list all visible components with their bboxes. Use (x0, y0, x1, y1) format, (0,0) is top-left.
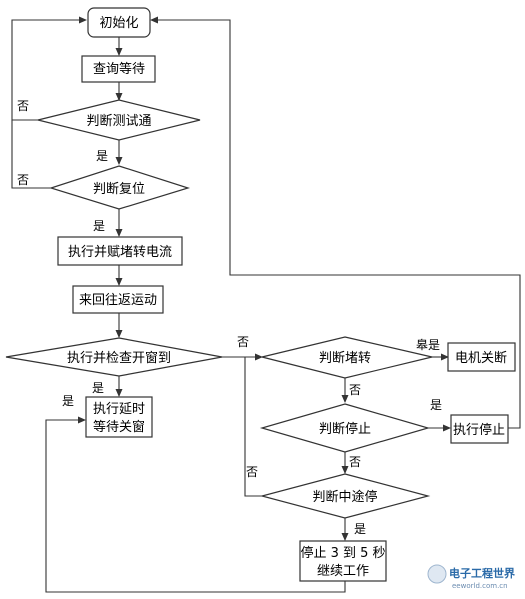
node-init-label: 初始化 (99, 16, 138, 31)
label-reset-no: 否 (17, 173, 29, 187)
loop-test-no (11, 16, 87, 121)
node-judge-stop-shape (259, 403, 431, 453)
node-judge-midway-shape (259, 473, 431, 519)
line-exec-stop-up (508, 357, 521, 429)
node-judge-test-label: 判断测试通 (86, 114, 151, 129)
watermark-brand: 电子工程世界 (449, 566, 515, 580)
label-stall-no: 否 (349, 383, 361, 397)
node-motor-off-shape (447, 342, 516, 372)
label-check-no: 否 (237, 335, 249, 349)
node-exec-stall-current-shape (57, 236, 183, 266)
label-test-no: 否 (17, 99, 29, 113)
node-judge-midway-label: 判断中途停 (312, 489, 377, 505)
node-query-wait-shape (81, 55, 156, 83)
node-pause-line1: 停止 3 到 5 秒 (300, 545, 385, 561)
node-exec-check-window-label: 执行并检查开窗到 (67, 350, 171, 366)
node-query-wait-label: 查询等待 (93, 61, 145, 77)
node-pause-line2: 继续工作 (317, 564, 369, 579)
node-judge-stall-label: 判断堵转 (319, 351, 371, 366)
label-pause-loop-yes: 是 (62, 394, 74, 408)
node-exec-stall-current-label: 执行并赋堵转电流 (68, 245, 172, 260)
node-judge-test-shape (37, 99, 201, 141)
loop-reset-no (11, 120, 51, 189)
node-move-shape (72, 285, 164, 314)
node-pause-shape (299, 540, 387, 582)
node-exec-check-window-shape (5, 337, 223, 377)
label-stop-yes: 是 (430, 398, 442, 412)
label-midway-yes: 是 (354, 522, 366, 536)
node-judge-reset-label: 判断复位 (93, 182, 145, 197)
label-midway-no: 否 (246, 465, 258, 479)
node-judge-reset-shape (49, 165, 191, 210)
node-exec-delay-line1: 执行延时 (93, 402, 145, 417)
node-init-shape (87, 7, 151, 38)
node-exec-delay-line2: 等待关窗 (93, 419, 145, 435)
watermark: 电子工程世界 eeworld.com.cn (427, 564, 515, 590)
label-test-yes: 是 (96, 149, 108, 163)
node-exec-stop-shape (450, 414, 509, 444)
loop-midway-no (244, 357, 262, 497)
node-judge-stall-shape (261, 336, 433, 379)
node-exec-delay-shape (85, 396, 153, 438)
watermark-site: eeworld.com.cn (452, 582, 508, 590)
label-reset-yes: 是 (93, 219, 105, 233)
loop-pause-to-delay (45, 416, 346, 593)
label-stop-no: 否 (349, 455, 361, 469)
node-motor-off-label: 电机关断 (455, 351, 507, 366)
watermark-logo-icon (427, 564, 447, 584)
label-check-yes: 是 (92, 381, 104, 395)
node-move-label: 来回往返运动 (79, 293, 157, 308)
label-stall-yes: 皋是 (416, 337, 440, 352)
node-exec-stop-label: 执行停止 (453, 422, 505, 438)
loop-motor-off-to-init (150, 16, 521, 357)
node-judge-stop-label: 判断停止 (319, 421, 371, 437)
